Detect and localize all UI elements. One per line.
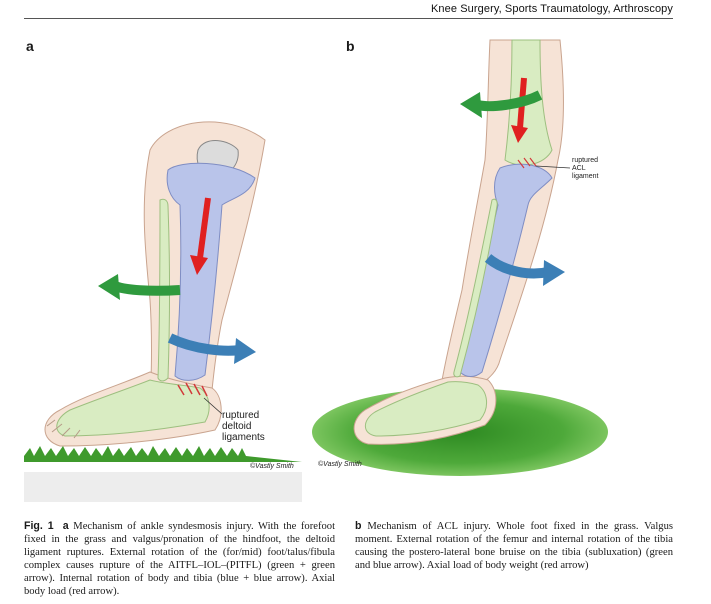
figure-caption-right: b Mechanism of ACL injury. Whole foot fi… <box>355 520 673 572</box>
annotation-b-line3: ligament <box>572 173 599 180</box>
tibia-a <box>166 162 256 381</box>
panel-b-illustration: ruptured ACL ligament ©Vastly Smith <box>312 39 608 476</box>
caption-text-a: Mechanism of ankle syndesmosis injury. W… <box>24 521 336 597</box>
annotation-a-line3: ligaments <box>222 432 265 443</box>
panel-a-footer-strip <box>24 472 302 502</box>
foot-bones-b <box>364 381 487 437</box>
header-rule <box>24 18 673 19</box>
panel-b-label: b <box>346 38 355 54</box>
panel-a-label: a <box>26 38 34 54</box>
grass-a <box>24 446 302 462</box>
caption-text-b: Mechanism of ACL injury. Whole foot fixe… <box>355 521 673 571</box>
annotation-a-line2: deltoid <box>222 421 251 432</box>
annotation-a-line1: ruptured <box>222 410 259 421</box>
signature-a: ©Vastly Smith <box>250 462 294 470</box>
external-rotation-arrow-a <box>98 274 181 300</box>
caption-part-b: b <box>355 520 362 532</box>
caption-part-a: a <box>62 520 69 532</box>
femur-rotation-arrow-b <box>460 90 543 118</box>
toes-a <box>46 419 81 439</box>
signature-b: ©Vastly Smith <box>318 460 362 468</box>
figure-illustration: ruptured deltoid ligaments ©Vastly Smith <box>24 39 608 476</box>
tibia-rotation-arrow-b <box>484 253 565 286</box>
figure-caption-left: Fig. 1 a Mechanism of ankle syndesmosis … <box>24 520 335 598</box>
foot-bones-a <box>56 379 210 437</box>
page-header: Knee Surgery, Sports Traumatology, Arthr… <box>0 0 711 22</box>
annotation-leader-b <box>535 165 571 169</box>
annotation-b-line1: ruptured <box>572 157 598 164</box>
internal-rotation-arrow-a <box>167 333 256 364</box>
caption-fig-label: Fig. 1 <box>24 520 54 532</box>
axial-load-arrow-a <box>190 197 211 275</box>
annotation-b-line2: ACL <box>572 165 586 172</box>
acl-rupture-marks <box>517 157 537 169</box>
journal-title: Knee Surgery, Sports Traumatology, Arthr… <box>430 3 673 15</box>
fibula-b <box>453 198 498 378</box>
annotation-leader-a <box>203 397 223 415</box>
panel-a-illustration: ruptured deltoid ligaments ©Vastly Smith <box>24 121 302 470</box>
rupture-marks-a <box>177 382 208 397</box>
